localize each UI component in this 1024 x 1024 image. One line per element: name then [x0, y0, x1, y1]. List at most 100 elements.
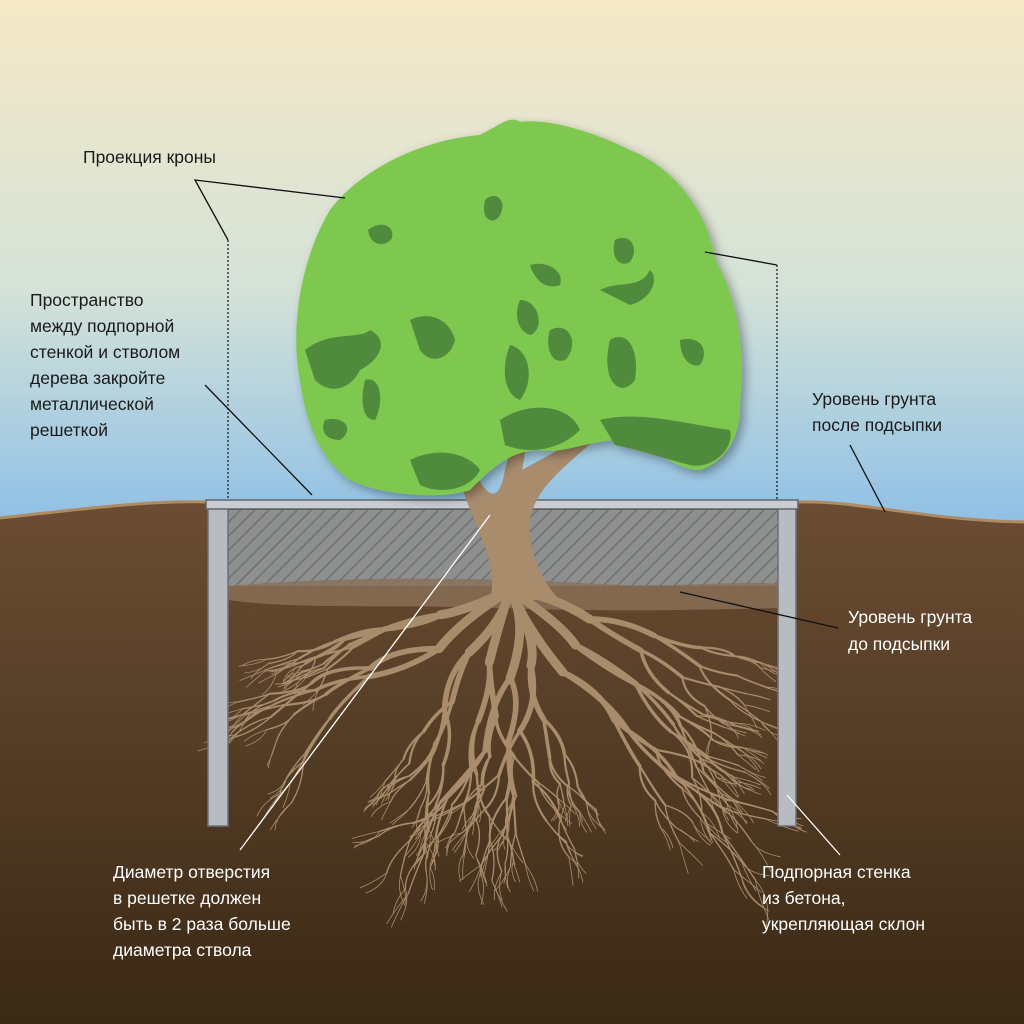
root-branch	[568, 781, 575, 808]
root-branch	[563, 753, 579, 788]
root-branch	[699, 817, 712, 841]
root-branch	[759, 662, 778, 676]
root-branch	[718, 686, 749, 695]
root-branch	[363, 789, 382, 813]
root-branch	[712, 739, 744, 749]
root-branch	[742, 751, 760, 773]
root-branch	[392, 888, 406, 915]
tree-canopy	[296, 119, 742, 496]
root-branch	[227, 713, 244, 733]
root-branch	[664, 804, 694, 824]
root-branch	[703, 705, 713, 738]
root-branch	[421, 699, 454, 734]
root-branch	[746, 693, 771, 701]
root-branch	[468, 719, 480, 772]
root-branch	[660, 827, 671, 851]
root-branch	[525, 864, 538, 892]
root-branch	[494, 865, 512, 891]
root-branch	[403, 833, 421, 859]
root-branch	[695, 766, 722, 795]
root-branch	[391, 763, 410, 786]
root-branch	[691, 776, 723, 808]
root-branch	[512, 792, 517, 835]
root-branch	[633, 681, 681, 718]
root-branch	[679, 724, 705, 773]
root-branch	[408, 730, 425, 765]
root-branch	[716, 777, 737, 787]
retaining-wall-left	[207, 505, 229, 827]
root-branch	[716, 777, 741, 785]
root-branch	[655, 748, 696, 761]
root-branch	[537, 781, 554, 809]
root-branch	[706, 755, 740, 767]
root-branch	[681, 787, 702, 819]
root-branch	[587, 808, 597, 829]
root-branch	[545, 820, 567, 844]
root-branch	[378, 822, 414, 833]
root-branch	[729, 699, 761, 722]
root-branch	[243, 729, 268, 742]
root-branch	[258, 673, 277, 684]
root-branch	[654, 799, 677, 829]
root-branch	[256, 793, 281, 817]
root-branch	[730, 797, 747, 825]
root-branch	[508, 840, 524, 864]
root-branch	[368, 794, 388, 803]
root-branch	[729, 699, 762, 723]
root-branch	[721, 832, 756, 881]
root-branch	[736, 674, 768, 688]
root-branch	[527, 662, 547, 723]
root-branch	[300, 657, 317, 681]
root-branch	[569, 805, 572, 827]
root-branch	[284, 670, 302, 683]
root-branch	[612, 718, 642, 768]
root-branch	[499, 871, 503, 901]
root-branch	[369, 781, 386, 798]
root-branch	[430, 803, 437, 835]
root-branch	[384, 758, 405, 783]
root-branch	[272, 688, 317, 702]
root-branch	[734, 724, 760, 732]
root-branch	[400, 888, 408, 921]
root-branch	[328, 674, 371, 721]
root-branch	[352, 835, 379, 844]
root-branch	[721, 807, 766, 820]
root-branch	[250, 663, 269, 679]
root-branch	[700, 646, 736, 658]
root-branch	[296, 667, 325, 680]
label-hole-diameter: Диаметр отверстия в решетке должен быть …	[113, 862, 291, 960]
root-branch	[241, 700, 275, 710]
root-branch	[754, 879, 769, 928]
root-branch	[282, 667, 296, 683]
root-branch	[242, 658, 267, 666]
root-branch	[312, 689, 319, 711]
root-branch	[477, 873, 485, 905]
root-branch	[532, 781, 548, 822]
root-branch	[738, 765, 766, 778]
root-branch	[491, 880, 508, 912]
root-branch	[625, 727, 684, 784]
root-branch	[472, 789, 485, 814]
root-branch	[566, 781, 572, 807]
root-branch	[305, 668, 329, 679]
root-branch	[565, 842, 583, 858]
root-branch	[438, 804, 453, 837]
root-branch	[743, 704, 771, 713]
root-branch	[238, 658, 267, 667]
hole-diameter-leader	[239, 514, 491, 851]
crown-projection-leader-left	[193, 179, 346, 241]
root-branch	[513, 755, 539, 784]
root-branch	[244, 704, 284, 716]
root-branch	[425, 763, 445, 808]
root-branch	[381, 611, 444, 632]
label-line: стенкой и стволом	[30, 342, 180, 362]
level-after-leader	[849, 444, 886, 513]
root-branch	[504, 795, 517, 827]
root-branch	[463, 803, 468, 835]
root-branch	[572, 806, 583, 822]
root-branch	[679, 724, 698, 769]
root-branch	[731, 775, 753, 789]
root-branch	[317, 668, 329, 692]
root-branch	[680, 781, 711, 834]
root-branch	[558, 817, 570, 858]
